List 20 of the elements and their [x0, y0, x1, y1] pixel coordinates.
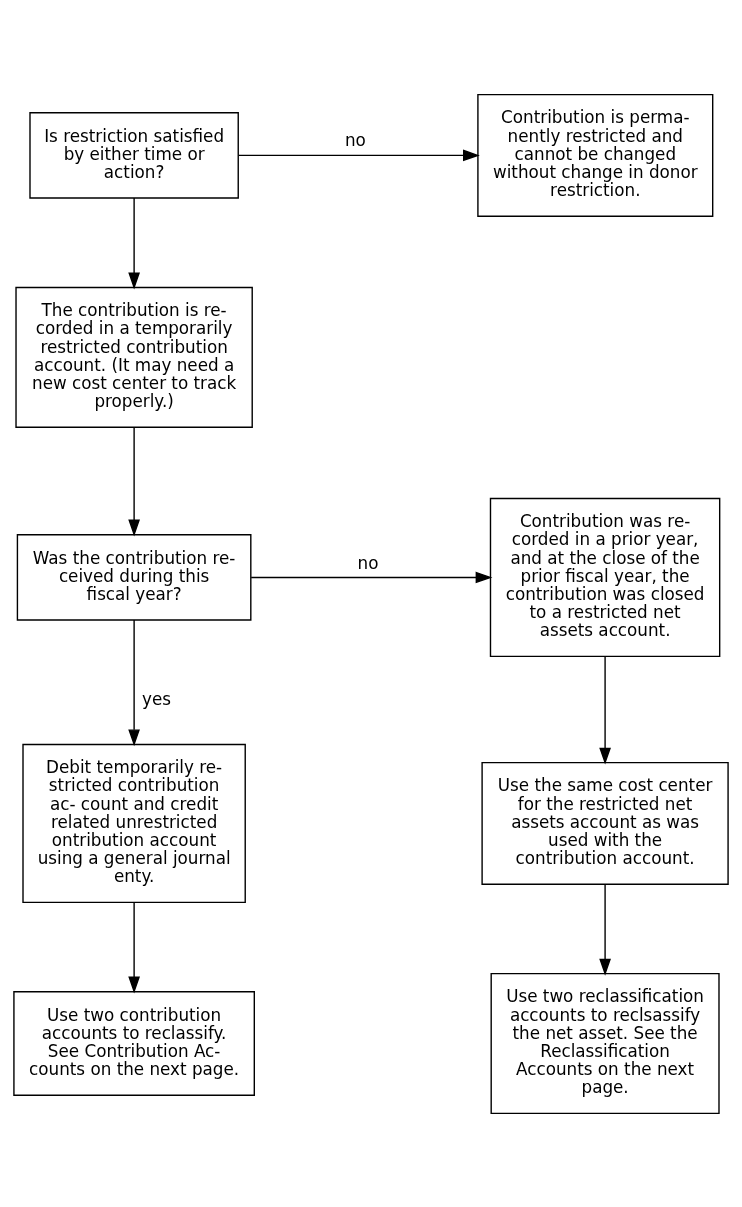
arrow	[128, 618, 140, 746]
node-box: Use two reclassification accounts to reclsassify the net asset. See the Reclassification Accounts on the next page.	[490, 972, 720, 1114]
edge-label: no	[344, 129, 366, 150]
node-box: Is restriction satisfied by either time or action?	[29, 111, 239, 199]
node-box: Contribution is perma- nently restricted and cannot be changed without change in donor restriction.	[477, 93, 714, 217]
node-box: Debit temporarily re- stricted contribution ac- count and credit related unrestricted ontribution account using a general journal enty.	[22, 743, 246, 903]
arrow	[250, 571, 493, 583]
node-box: Contribution was re- corded in a prior year, and at the close of the prior fiscal year, the contribution was closed to a restricted net assets account.	[489, 497, 721, 657]
edge-label: no	[357, 552, 379, 572]
node-box: Use the same cost center for the restricted net assets account as was used with the contribution account.	[481, 761, 729, 885]
edge-label: yes	[142, 688, 172, 709]
node-box: Use two contribution accounts to reclassify. See Contribution Ac- counts on the next page.	[13, 990, 255, 1096]
arrow	[128, 196, 140, 289]
arrow	[599, 883, 611, 976]
arrow	[128, 426, 140, 536]
arrow	[128, 901, 140, 993]
node-box: The contribution is re- corded in a temporarily restricted contribution account. (It may need a new cost center to track properly.)	[15, 286, 253, 428]
arrow	[238, 149, 480, 161]
arrow	[599, 655, 611, 765]
node-box: Was the contribution re- ceived during this fiscal year?	[16, 533, 252, 621]
